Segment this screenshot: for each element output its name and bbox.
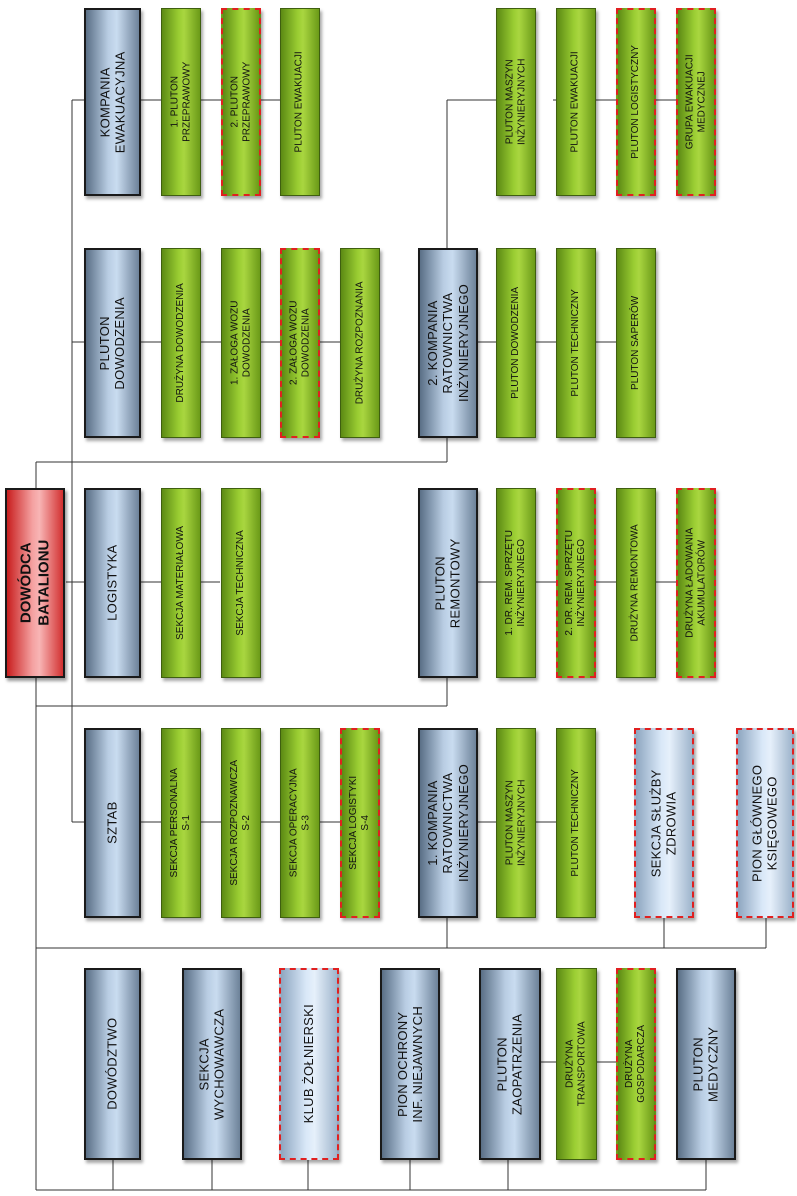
node-dowodztwo: DOWÓDZTWO bbox=[84, 968, 141, 1160]
node-grupa-ewakuacji-med: GRUPA EWAKUACJI MEDYCZNEJ bbox=[676, 8, 716, 196]
node-sekcja-techniczna: SEKCJA TECHNICZNA bbox=[221, 488, 261, 678]
node-label: SEKCJA PERSONALNA S-1 bbox=[169, 768, 193, 878]
node-kr2-pluton-techniczny: PLUTON TECHNICZNY bbox=[556, 248, 596, 438]
node-label: 1. ZAŁOGA WOZU DOWODZENIA bbox=[229, 300, 252, 386]
node-zaloga-wozu-2: 2. ZAŁOGA WOZU DOWODZENIA bbox=[280, 248, 320, 438]
node-label: KOMPANIA EWAKUACYJNA bbox=[97, 51, 128, 153]
node-sekcja-sluzby-zdrowia: SEKCJA SŁUŻBY ZDROWIA bbox=[634, 728, 694, 918]
node-label: PLUTON EWAKUACJI bbox=[570, 51, 582, 153]
node-label: PLUTON DOWODZENIA bbox=[510, 286, 522, 400]
node-label: SEKCJA OPERACYJNA S-3 bbox=[288, 768, 312, 878]
node-label: PLUTON TECHNICZNY bbox=[570, 769, 582, 877]
node-pluton-przeprawowy-1: 1. PLUTON PRZEPRAWOWY bbox=[161, 8, 201, 196]
node-klub-zolnierski: KLUB ŻOŁNIERSKI bbox=[279, 968, 339, 1160]
node-pion-ochrony: PION OCHRONY INF. NIEJAWNYCH bbox=[380, 968, 440, 1160]
node-label: PLUTON SAPERÓW bbox=[630, 295, 642, 391]
node-kr1-pluton-techniczny: PLUTON TECHNICZNY bbox=[556, 728, 596, 918]
node-label: SZTAB bbox=[104, 801, 120, 845]
node-label: PLUTON LOGISTYCZNY bbox=[630, 45, 642, 159]
node-label: PLUTON ZAOPATRZENIA bbox=[494, 1013, 526, 1115]
node-label: SEKCJA MATERIAŁOWA bbox=[175, 526, 187, 640]
node-pluton-remontowy: PLUTON REMONTOWY bbox=[418, 488, 478, 678]
node-label: PLUTON TECHNICZNY bbox=[570, 289, 582, 397]
node-pion-glownego-ksiegowego: PION GŁÓWNEGO KSIĘGOWEGO bbox=[736, 728, 794, 918]
node-label: KLUB ŻOŁNIERSKI bbox=[301, 1004, 317, 1124]
node-pluton-ewakuacji-2: PLUTON EWAKUACJI bbox=[556, 8, 596, 196]
node-label: PLUTON REMONTOWY bbox=[432, 538, 464, 628]
node-logistyka: LOGISTYKA bbox=[84, 488, 141, 678]
node-sekcja-wychowawcza: SEKCJA WYCHOWAWCZA bbox=[182, 968, 242, 1160]
node-pluton-przeprawowy-2: 2. PLUTON PRZEPRAWOWY bbox=[221, 8, 261, 196]
node-label: PLUTON EWAKUACJI bbox=[294, 51, 306, 153]
node-pluton-dowodzenia: PLUTON DOWODZENIA bbox=[84, 248, 141, 438]
node-label: PLUTON MASZYN INŻYNIERYJNYCH bbox=[504, 779, 527, 867]
node-druzyna-dowodzenia: DRUŻYNA DOWODZENIA bbox=[161, 248, 201, 438]
node-kompania-ratownictwa-2: 2. KOMPANIA RATOWNICTWA INŻYNIERYJNEGO bbox=[418, 248, 478, 438]
node-druzyna-transportowa: DRUŻYNA TRANSPORTOWA bbox=[556, 968, 597, 1160]
node-label: PLUTON MEDYCZNY bbox=[690, 1026, 722, 1102]
node-label: PION OCHRONY INF. NIEJAWNYCH bbox=[394, 1005, 426, 1123]
node-label: PLUTON DOWODZENIA bbox=[97, 296, 128, 390]
node-label: DRUŻYNA GOSPODARCZA bbox=[624, 1025, 648, 1103]
node-label: DOWÓDZTWO bbox=[104, 1017, 120, 1111]
node-label: PION GŁÓWNEGO KSIĘGOWEGO bbox=[749, 764, 780, 882]
node-label: DRUŻYNA DOWODZENIA bbox=[175, 283, 187, 403]
node-sekcja-rozpoznawcza: SEKCJA ROZPOZNAWCZA S-2 bbox=[221, 728, 261, 918]
node-label: PLUTON MASZYN INŻYNIERYJNYCH bbox=[504, 58, 527, 146]
node-label: SEKCJA SŁUŻBY ZDROWIA bbox=[648, 769, 680, 877]
node-label: DRUŻYNA ROZPOZNANIA bbox=[354, 281, 366, 405]
node-label: 2. KOMPANIA RATOWNICTWA INŻYNIERYJNEGO bbox=[425, 283, 471, 403]
node-sekcja-operacyjna: SEKCJA OPERACYJNA S-3 bbox=[280, 728, 320, 918]
node-label: SEKCJA LOGISTYKI S-4 bbox=[348, 776, 372, 870]
node-dr-rem-2: 2. DR. REM. SPRZĘTU INŻYNIERYJNEGO bbox=[556, 488, 596, 678]
node-zaloga-wozu-1: 1. ZAŁOGA WOZU DOWODZENIA bbox=[221, 248, 261, 438]
node-label: 1. KOMPANIA RATOWNICTWA INŻYNIERYJNEGO bbox=[425, 763, 471, 883]
node-druzyna-ladowania: DRUŻYNA ŁADOWANIA AKUMULATORÓW bbox=[676, 488, 716, 678]
node-dowodca-batalionu: DOWÓDCA BATALIONU bbox=[5, 488, 65, 678]
node-label: 1. PLUTON PRZEPRAWOWY bbox=[169, 61, 192, 143]
node-sekcja-logistyki: SEKCJA LOGISTYKI S-4 bbox=[340, 728, 380, 918]
node-label: DOWÓDCA BATALIONU bbox=[17, 539, 53, 627]
node-pluton-logistyczny: PLUTON LOGISTYCZNY bbox=[616, 8, 656, 196]
node-label: SEKCJA WYCHOWAWCZA bbox=[196, 1008, 228, 1120]
node-label: LOGISTYKA bbox=[104, 544, 120, 622]
node-pluton-maszyn-inz: PLUTON MASZYN INŻYNIERYJNYCH bbox=[496, 8, 536, 196]
node-label: 2. ZAŁOGA WOZU DOWODZENIA bbox=[288, 300, 311, 386]
node-label: 2. PLUTON PRZEPRAWOWY bbox=[229, 61, 252, 143]
node-pluton-zaopatrzenia: PLUTON ZAOPATRZENIA bbox=[479, 968, 541, 1160]
node-label: GRUPA EWAKUACJI MEDYCZNEJ bbox=[684, 54, 708, 150]
node-label: 1. DR. REM. SPRZĘTU INŻYNIERYJNEGO bbox=[504, 530, 528, 636]
node-druzyna-gospodarcza: DRUŻYNA GOSPODARCZA bbox=[616, 968, 656, 1160]
node-druzyna-remontowa: DRUŻYNA REMONTOWA bbox=[616, 488, 656, 678]
node-kr1-pluton-maszyn: PLUTON MASZYN INŻYNIERYJNYCH bbox=[496, 728, 536, 918]
node-label: DRUŻYNA ŁADOWANIA AKUMULATORÓW bbox=[684, 527, 708, 639]
node-kr2-pluton-saperow: PLUTON SAPERÓW bbox=[616, 248, 656, 438]
node-kompania-ewakuacyjna: KOMPANIA EWAKUACYJNA bbox=[84, 8, 141, 196]
node-label: SEKCJA TECHNICZNA bbox=[235, 530, 247, 636]
node-sztab: SZTAB bbox=[84, 728, 141, 918]
node-druzyna-rozpoznania: DRUŻYNA ROZPOZNANIA bbox=[340, 248, 380, 438]
node-kr2-pluton-dowodzenia: PLUTON DOWODZENIA bbox=[496, 248, 536, 438]
node-label: DRUŻYNA REMONTOWA bbox=[630, 524, 642, 642]
node-sekcja-personalna: SEKCJA PERSONALNA S-1 bbox=[161, 728, 201, 918]
node-dr-rem-1: 1. DR. REM. SPRZĘTU INŻYNIERYJNEGO bbox=[496, 488, 536, 678]
node-sekcja-materialowa: SEKCJA MATERIAŁOWA bbox=[161, 488, 201, 678]
node-label: DRUŻYNA TRANSPORTOWA bbox=[564, 1021, 588, 1107]
node-label: SEKCJA ROZPOZNAWCZA S-2 bbox=[229, 760, 253, 886]
node-pluton-medyczny: PLUTON MEDYCZNY bbox=[676, 968, 736, 1160]
node-label: 2. DR. REM. SPRZĘTU INŻYNIERYJNEGO bbox=[564, 530, 588, 636]
node-pluton-ewakuacji: PLUTON EWAKUACJI bbox=[280, 8, 320, 196]
node-kompania-ratownictwa-1: 1. KOMPANIA RATOWNICTWA INŻYNIERYJNEGO bbox=[418, 728, 478, 918]
